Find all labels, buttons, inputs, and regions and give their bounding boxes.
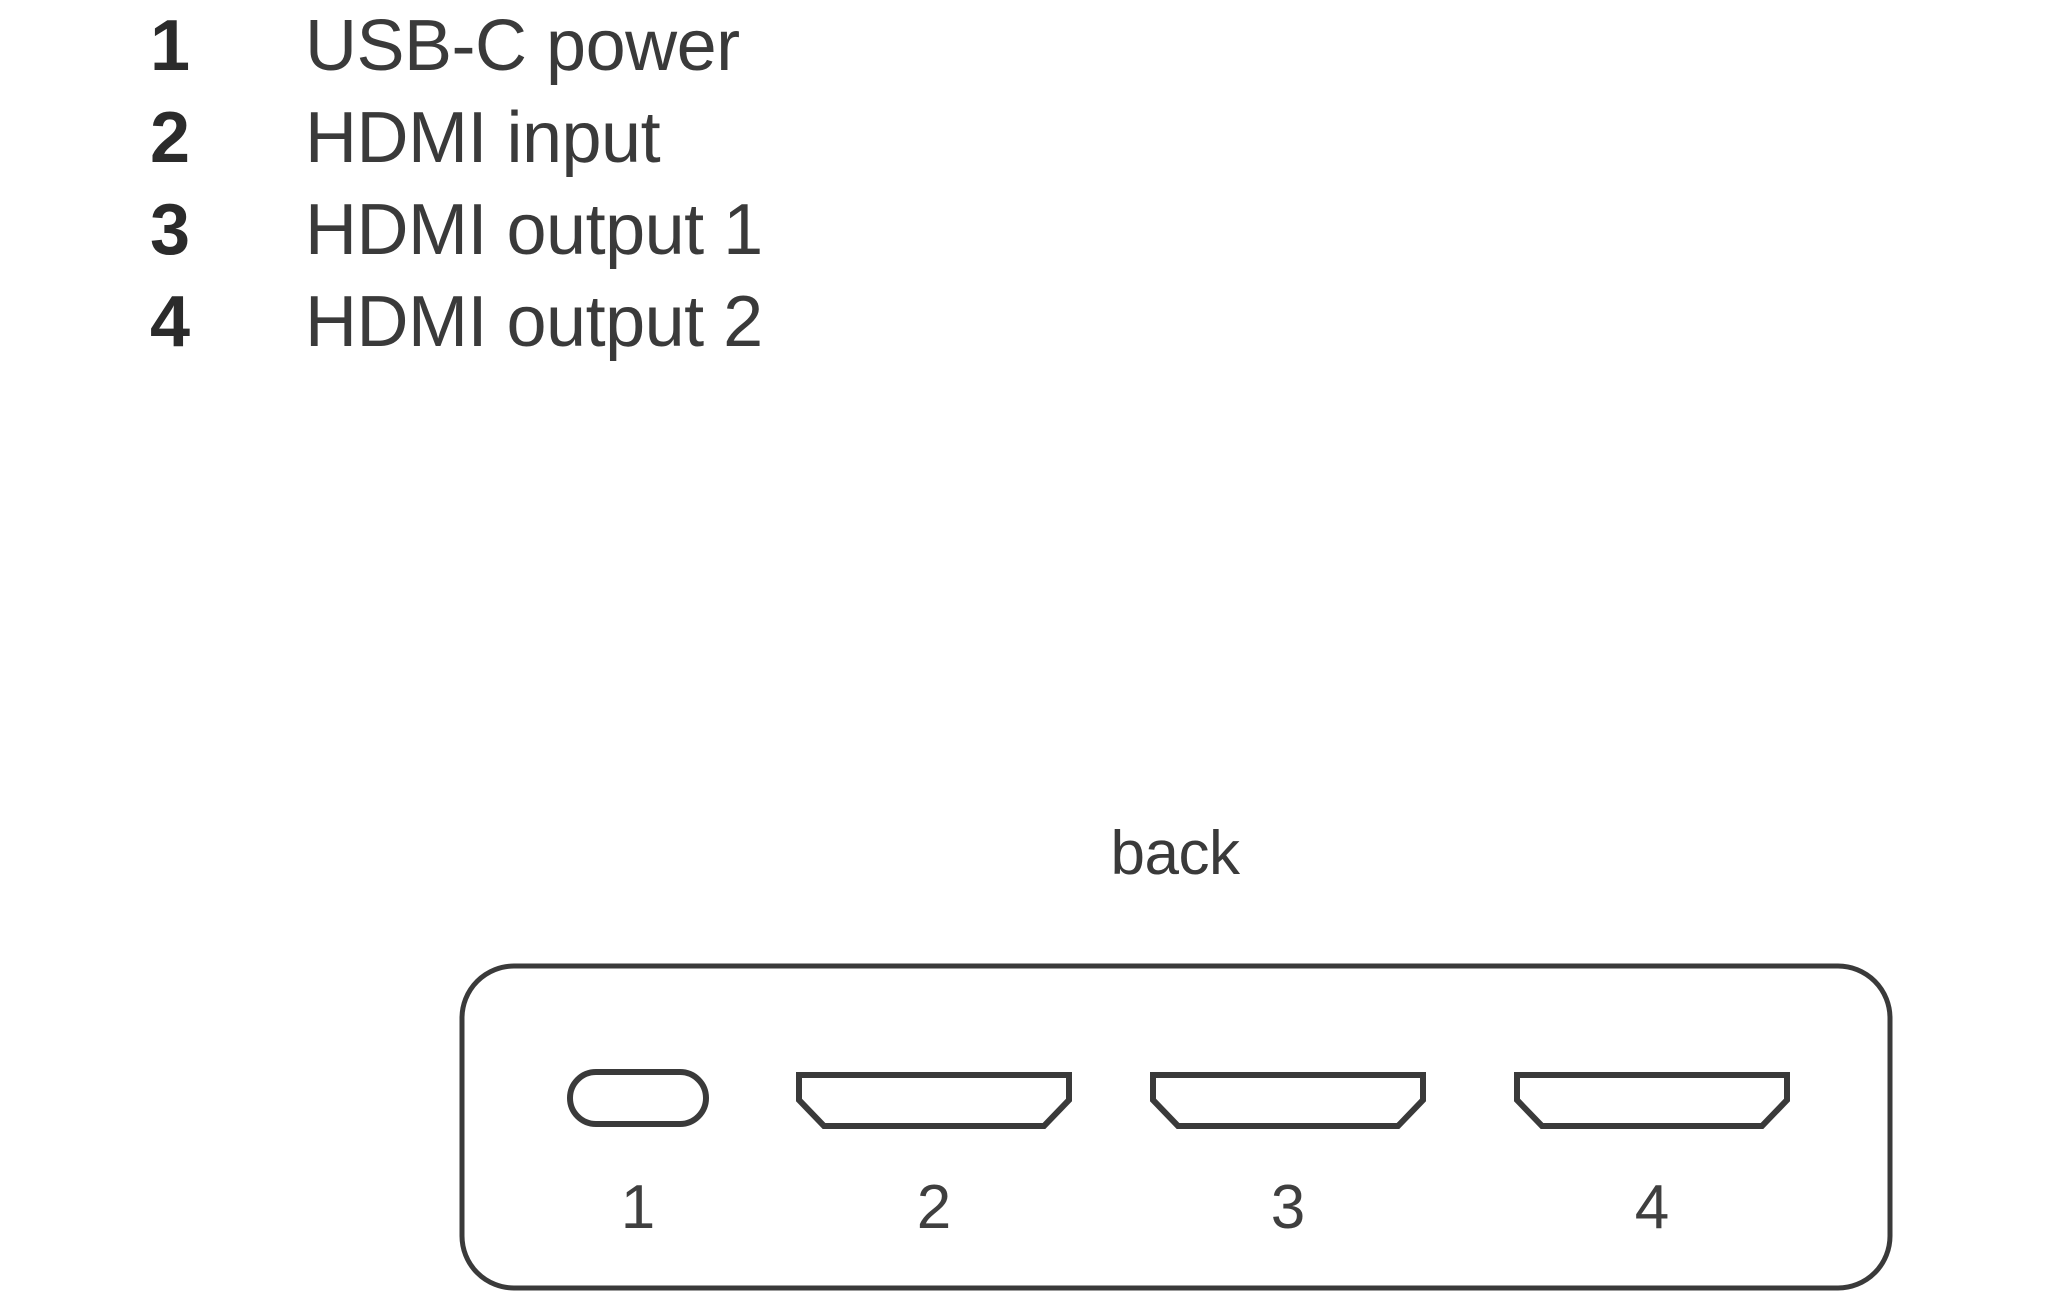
list-item: 2 HDMI input — [150, 92, 1250, 184]
device-body-outline — [459, 963, 1893, 1291]
legend-label: HDMI input — [305, 98, 661, 178]
port-number-label: 1 — [621, 1173, 655, 1242]
legend-number: 2 — [150, 98, 190, 178]
device-orientation-caption: back — [1110, 819, 1240, 888]
hdmi-port-icon — [796, 1072, 1072, 1129]
hdmi-port-icon — [1514, 1072, 1790, 1129]
usb-c-port-icon — [567, 1069, 709, 1127]
legend-label: USB-C power — [305, 6, 740, 86]
hdmi-port-icon — [1150, 1072, 1426, 1129]
legend-number: 1 — [150, 6, 190, 86]
list-item: 4 HDMI output 2 — [150, 276, 1250, 368]
port-legend-list: 1 USB-C power 2 HDMI input 3 HDMI output… — [150, 0, 1250, 368]
port-number-label: 4 — [1635, 1173, 1669, 1242]
legend-label: HDMI output 2 — [305, 282, 763, 362]
list-item: 3 HDMI output 1 — [150, 184, 1250, 276]
legend-number: 3 — [150, 190, 190, 270]
port-number-label: 3 — [1271, 1173, 1305, 1242]
port-number-label: 2 — [917, 1173, 951, 1242]
legend-number: 4 — [150, 282, 190, 362]
list-item: 1 USB-C power — [150, 0, 1250, 92]
legend-label: HDMI output 1 — [305, 190, 763, 270]
